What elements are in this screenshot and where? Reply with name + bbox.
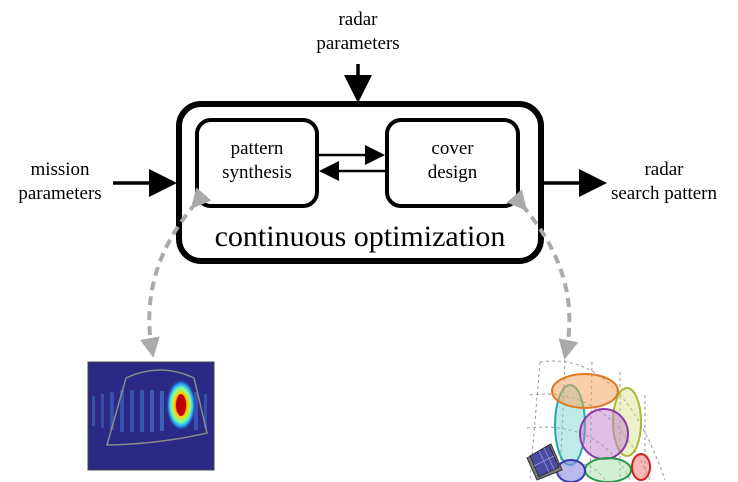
radar-parameters-line-2: parameters [316, 32, 400, 54]
continuous-optimization-label: continuous optimization [214, 220, 506, 253]
radar-search-pattern-label: radar search pattern [594, 158, 734, 206]
beam-pattern-heatmap-image [87, 361, 215, 471]
radar-parameters-line-1: radar [338, 9, 378, 30]
cover-design-block [385, 118, 520, 208]
radar-array-icon [526, 443, 563, 481]
cover-design-label: cover design [387, 137, 518, 185]
radar-parameters-label: radar parameters [300, 8, 416, 56]
left-dashed-link [140, 187, 212, 358]
pattern-synthesis-line-2: synthesis [222, 161, 292, 183]
pattern-synthesis-label: pattern synthesis [197, 137, 317, 185]
right-dashed-link [506, 189, 579, 360]
radar-search-pattern-line-1: radar [644, 159, 684, 180]
mission-parameters-line-1: mission [30, 159, 90, 180]
mission-parameters-line-2: parameters [18, 182, 102, 204]
coverage-hemisphere-image [526, 359, 666, 482]
pattern-synthesis-block [195, 118, 319, 208]
cover-design-line-1: cover [431, 138, 474, 159]
pattern-synthesis-line-1: pattern [230, 138, 284, 159]
radar-search-pattern-line-2: search pattern [610, 182, 718, 204]
cover-design-line-2: design [427, 161, 478, 183]
mission-parameters-label: mission parameters [4, 158, 116, 206]
